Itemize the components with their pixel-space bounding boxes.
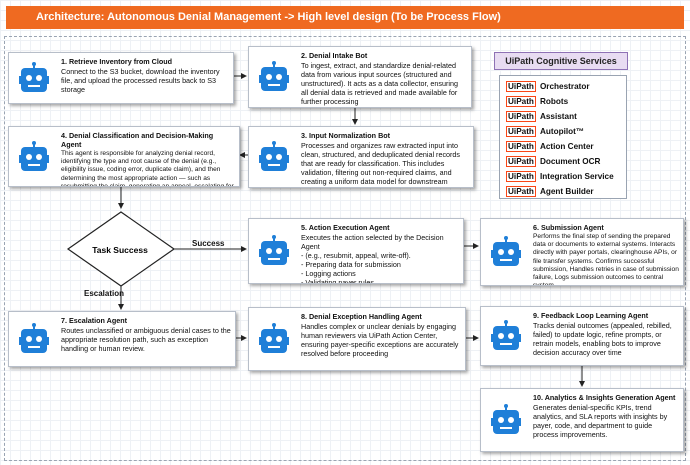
robot-icon (491, 236, 521, 266)
card-submission-agent: 6. Submission Agent Performs the final s… (480, 218, 684, 286)
uipath-logo-icon: UiPath (506, 186, 536, 197)
success-label: Success (192, 239, 225, 248)
card-denial-intake-bot: 2. Denial Intake Bot To ingest, extract,… (248, 46, 472, 108)
card-title: 1. Retrieve Inventory from Cloud (61, 57, 173, 66)
uipath-logo-icon: UiPath (506, 141, 536, 152)
card-body: Executes the action selected by the Deci… (301, 233, 444, 284)
service-name: Robots (539, 97, 569, 106)
card-title: 2. Denial Intake Bot (301, 51, 368, 60)
robot-icon (491, 404, 521, 434)
card-analytics-insights-agent: 10. Analytics & Insights Generation Agen… (480, 388, 684, 452)
robot-icon (19, 140, 49, 171)
robot-icon (259, 61, 289, 91)
card-body: To ingest, extract, and standardize deni… (301, 61, 459, 106)
robot-icon (19, 323, 49, 353)
uipath-logo-icon: UiPath (506, 126, 536, 137)
uipath-logo-icon: UiPath (506, 156, 536, 167)
card-body: Generates denial-specific KPIs, trend an… (533, 403, 668, 439)
card-title: 3. Input Normalization Bot (301, 131, 391, 140)
card-title: 8. Denial Exception Handling Agent (301, 312, 422, 321)
decision-label: Task Success (92, 245, 148, 255)
robot-icon (259, 323, 289, 353)
card-title: 7. Escalation Agent (61, 316, 128, 325)
card-escalation-agent: 7. Escalation Agent Routes unclassified … (8, 311, 236, 367)
card-feedback-loop-agent: 9. Feedback Loop Learning Agent Tracks d… (480, 306, 684, 366)
service-name: Autopilot™ (539, 127, 585, 136)
card-body: Routes unclassified or ambiguous denial … (61, 326, 231, 353)
card-body: Handles complex or unclear denials by en… (301, 322, 459, 358)
card-input-normalization-bot: 3. Input Normalization Bot Processes and… (248, 126, 474, 188)
card-title: 4. Denial Classification and Decision-Ma… (61, 131, 214, 149)
card-title: 5. Action Execution Agent (301, 223, 390, 232)
escalation-label: Escalation (84, 289, 125, 298)
card-body: Processes and organizes raw extracted in… (301, 141, 461, 187)
service-name: Agent Builder (539, 187, 594, 196)
page-title: Architecture: Autonomous Denial Manageme… (6, 6, 684, 29)
robot-icon (259, 141, 289, 171)
card-title: 10. Analytics & Insights Generation Agen… (533, 393, 676, 402)
robot-icon (259, 235, 289, 265)
services-title: UiPath Cognitive Services (494, 52, 628, 70)
uipath-logo-icon: UiPath (506, 81, 536, 92)
uipath-logo-icon: UiPath (506, 111, 536, 122)
service-name: Action Center (539, 142, 594, 151)
uipath-logo-icon: UiPath (506, 171, 536, 182)
service-name: Document OCR (539, 157, 601, 166)
service-name: Orchestrator (539, 82, 590, 91)
robot-icon (19, 62, 49, 92)
card-exception-handling-agent: 8. Denial Exception Handling Agent Handl… (248, 307, 466, 371)
card-body: Connect to the S3 bucket, download the i… (61, 67, 220, 94)
card-classification-decision-agent: 4. Denial Classification and Decision-Ma… (8, 126, 240, 187)
robot-icon (491, 320, 521, 350)
card-action-execution-agent: 5. Action Execution Agent Executes the a… (248, 218, 464, 284)
card-retrieve-inventory: 1. Retrieve Inventory from Cloud Connect… (8, 52, 234, 104)
card-title: 6. Submission Agent (533, 223, 604, 232)
diagram-frame (4, 36, 686, 461)
card-title: 9. Feedback Loop Learning Agent (533, 311, 649, 320)
uipath-logo-icon: UiPath (506, 96, 536, 107)
card-body: Tracks denial outcomes (appealed, rebill… (533, 321, 672, 357)
card-body: Performs the final step of sending the p… (533, 233, 679, 286)
service-name: Integration Service (539, 172, 614, 181)
card-body: This agent is responsible for analyzing … (61, 150, 234, 187)
service-name: Assistant (539, 112, 577, 121)
